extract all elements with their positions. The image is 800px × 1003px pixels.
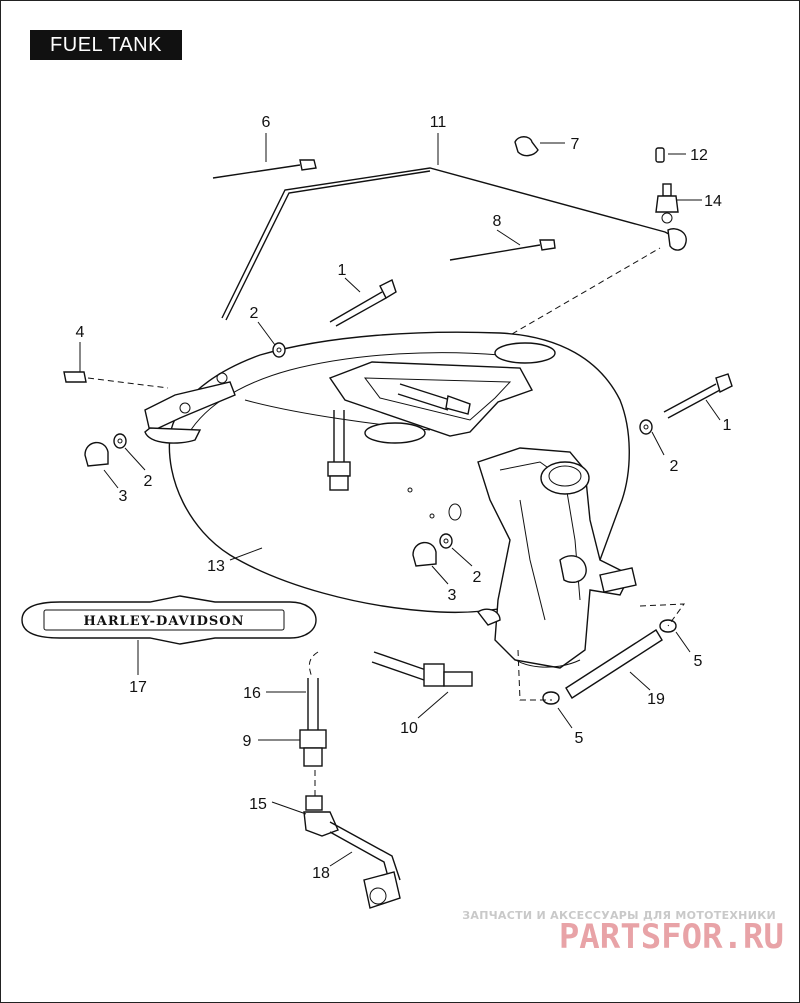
callout-1-top: 1 xyxy=(338,262,347,279)
callout-12: 12 xyxy=(690,147,708,164)
callout-2-center: 2 xyxy=(473,569,482,586)
callout-2-right: 2 xyxy=(670,458,679,475)
washer-2-b xyxy=(113,433,127,449)
watermark-logo: PARTSFOR.RU xyxy=(559,917,784,957)
vent-line xyxy=(221,167,687,321)
callout-16: 16 xyxy=(243,685,261,702)
callout-9: 9 xyxy=(243,733,252,750)
assembly-lines xyxy=(87,247,686,796)
bolt-1-top xyxy=(329,279,397,327)
watermark: ЗАПЧАСТИ И АКСЕССУАРЫ ДЛЯ МОТОТЕХНИКИ PA… xyxy=(462,909,784,957)
callout-1-right: 1 xyxy=(723,417,732,434)
filler-neck-assembly xyxy=(477,447,637,669)
callout-14: 14 xyxy=(704,193,722,210)
callout-2-top: 2 xyxy=(250,305,259,322)
washer-2-a xyxy=(272,342,286,358)
callout-17: 17 xyxy=(129,679,147,696)
clip-7 xyxy=(514,136,539,157)
callout-2-left: 2 xyxy=(144,473,153,490)
callout-19: 19 xyxy=(647,691,665,708)
callout-15: 15 xyxy=(249,796,267,813)
callout-8: 8 xyxy=(493,213,502,230)
leader-lines xyxy=(79,133,721,867)
fuel-valve-center xyxy=(327,410,351,491)
callout-5-right: 5 xyxy=(694,653,703,670)
fuel-valve-9 xyxy=(299,729,327,767)
callout-11: 11 xyxy=(430,114,447,131)
callout-18: 18 xyxy=(312,865,330,882)
emblem-text: HARLEY-DAVIDSON xyxy=(83,614,244,629)
vent-valve-14 xyxy=(655,183,679,224)
callout-5-bottom: 5 xyxy=(575,730,584,747)
callout-3-left: 3 xyxy=(119,488,128,505)
acorn-nut-3-a xyxy=(84,441,109,467)
callout-6: 6 xyxy=(262,114,271,131)
washer-2-c xyxy=(639,419,653,435)
washer-2-d xyxy=(439,533,453,549)
bolt-1-right xyxy=(663,373,733,419)
fuel-line-18 xyxy=(329,821,401,909)
callout-3-center: 3 xyxy=(448,587,457,604)
cable-strap-6 xyxy=(212,159,317,179)
callout-13: 13 xyxy=(207,558,225,575)
elbow-fitting-15 xyxy=(303,795,339,837)
hose-clamp-5-b xyxy=(542,691,560,705)
hose-fitting-10 xyxy=(371,651,473,687)
clip-nut-4 xyxy=(63,371,87,383)
crossover-fitting xyxy=(397,383,471,415)
diagram-title: FUEL TANK xyxy=(30,30,182,60)
fitting-16 xyxy=(307,678,319,730)
pin-12 xyxy=(655,147,665,163)
watermark-caption: ЗАПЧАСТИ И АКСЕССУАРЫ ДЛЯ МОТОТЕХНИКИ xyxy=(462,909,776,922)
harley-davidson-emblem: HARLEY-DAVIDSON xyxy=(21,595,317,645)
callout-7: 7 xyxy=(571,136,580,153)
callout-4: 4 xyxy=(76,324,85,341)
callout-numbers: 6 11 7 12 14 8 1 4 2 1 2 3 2 2 3 13 5 19… xyxy=(76,114,732,882)
vent-hose-19 xyxy=(565,629,663,699)
callout-10: 10 xyxy=(400,720,418,737)
cable-strap-8 xyxy=(449,239,556,261)
acorn-nut-3-b xyxy=(412,541,437,567)
